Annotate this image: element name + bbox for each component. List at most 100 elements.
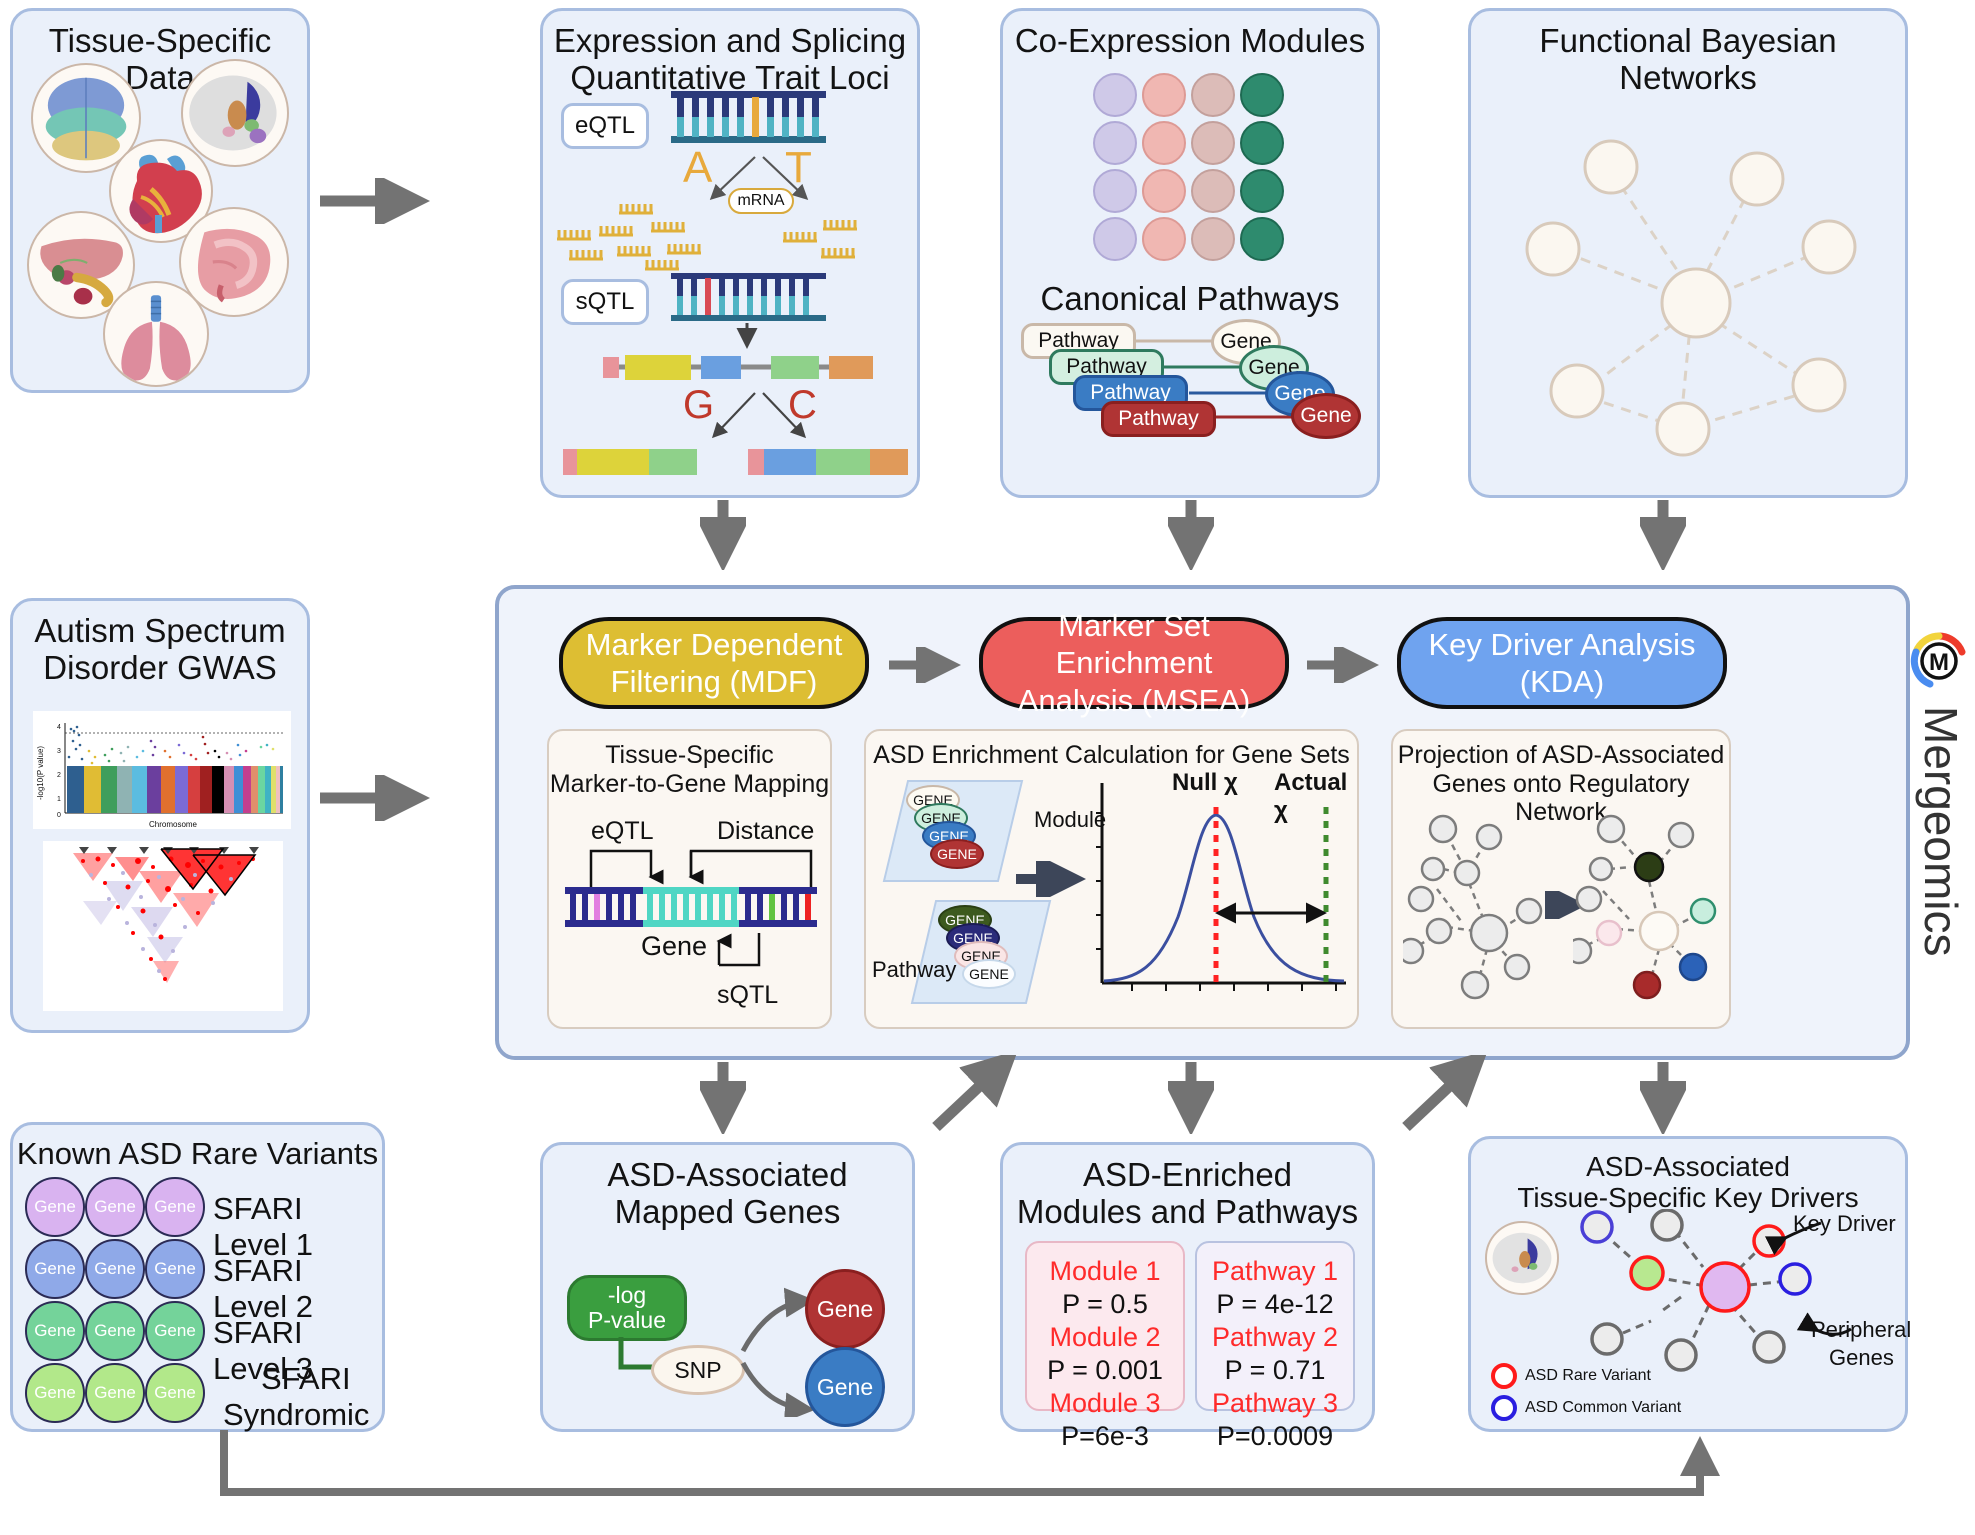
panel-title-line2: Quantitative Trait Loci [570, 58, 890, 96]
module-circle [1142, 217, 1186, 261]
mergeomics-logo-icon: M [1908, 630, 1970, 697]
legend-label: ASD Rare Variant [1525, 1367, 1651, 1384]
arrow-mapped-genes-to-pipeline [932, 1055, 1019, 1132]
arrow-gwas-to-pipeline [320, 775, 430, 821]
module-circle [1191, 121, 1235, 165]
eqtl-badge-label: eQTL [574, 112, 636, 139]
splice-branch-arrows-icon [711, 392, 807, 439]
pathway-pvalue: P=0.0009 [1216, 1420, 1334, 1451]
peripheral-genes-annotation-line1: Peripheral [1811, 1317, 1912, 1342]
gene-label: Gene [34, 1383, 76, 1402]
stage-label-line2: Filtering (MDF) [610, 664, 818, 699]
svg-text:M: M [1929, 649, 1949, 676]
peripheral-genes-annotation-line2: Genes [1829, 1345, 1894, 1370]
isoform-left-icon [563, 449, 697, 475]
heart-icon [109, 139, 213, 243]
arrow-qtl-down [700, 500, 746, 570]
svg-text:0: 0 [57, 812, 61, 819]
liver-pancreas-icon [27, 211, 135, 319]
svg-text:3: 3 [57, 748, 61, 755]
snp-node: SNP [651, 1345, 745, 1395]
inner-title: ASD Enrichment Calculation for Gene Sets [873, 741, 1350, 769]
mdf-dna-icon [565, 887, 817, 927]
panel-gwas: Autism Spectrum Disorder GWAS -log10(P v… [10, 598, 310, 1033]
logp-label-line1: -log [607, 1281, 647, 1308]
module-circle [1240, 73, 1284, 117]
svg-text:-log10(P value): -log10(P value) [36, 746, 45, 800]
module-circle [1142, 73, 1186, 117]
sfari-gene-circle: Gene [25, 1239, 85, 1299]
bayesian-network-graph-icon [1525, 139, 1857, 457]
sfari-syndromic-label-line2: Syndromic [223, 1397, 370, 1432]
eqtl-dna-icon [671, 91, 826, 143]
allele-c-label: C [788, 383, 817, 427]
sqtl-annotation-bracket-icon [716, 933, 761, 967]
panel-title-line2: Mapped Genes [614, 1192, 841, 1230]
gene-label: Gene [154, 1383, 196, 1402]
allele-g-label: G [683, 383, 715, 427]
panel-title-line1: Expression and Splicing [553, 22, 907, 59]
sfari-gene-circle: Gene [25, 1177, 85, 1237]
pathway-gene-network: Pathway Pathway Pathway Pathway Gene Gen… [1011, 319, 1375, 439]
module-circle [1142, 169, 1186, 213]
panel-bayesian-networks: Functional Bayesian Networks [1468, 8, 1908, 498]
gene-label: Gene [154, 1197, 196, 1216]
gene-label: Gene [154, 1259, 196, 1278]
stage-mdf-button[interactable]: Marker Dependent Filtering (MDF) [559, 617, 869, 709]
svg-text:Chromosome: Chromosome [149, 820, 198, 829]
eqtl-badge: eQTL [561, 103, 649, 149]
enrichment-distribution-chart: Null χ Actual χ [1088, 769, 1353, 1022]
distance-annotation-label: Distance [717, 817, 815, 845]
gene-region-label: Gene [641, 931, 708, 961]
gene-label: GENE [937, 846, 977, 862]
pathway-name: Pathway 1 [1211, 1256, 1339, 1286]
svg-text:2: 2 [57, 772, 61, 779]
arrow-pipeline-to-key-drivers [1640, 1062, 1686, 1134]
kda-network-before-icon [1403, 814, 1543, 1000]
kda-network-after-icon [1573, 814, 1717, 1000]
module-circle-grid [1093, 73, 1293, 263]
panel-title-line2: Networks [1619, 58, 1757, 96]
pathway-label: Pathway [872, 957, 957, 982]
sqtl-dna-icon [671, 273, 826, 321]
panel-key-drivers: ASD-Associated Tissue-Specific Key Drive… [1468, 1136, 1912, 1432]
sfari-gene-circle: Gene [25, 1363, 85, 1423]
exon-structure-icon [603, 355, 873, 380]
arrow-bayes-down [1640, 500, 1686, 570]
gene-label: Gene [816, 1295, 874, 1322]
gene-node-blue: Gene [805, 1347, 885, 1427]
module-circle [1093, 217, 1137, 261]
allele-t-label: T [785, 143, 812, 192]
panel-subtitle: Canonical Pathways [1040, 280, 1340, 317]
arrow-enriched-to-pipeline [1402, 1055, 1489, 1132]
snp-label: SNP [674, 1356, 722, 1383]
gene-node: GENE [914, 803, 968, 833]
key-driver-network-icon [1580, 1209, 1852, 1372]
stage-kda-button[interactable]: Key Driver Analysis (KDA) [1397, 617, 1727, 709]
pathways-result-box: Pathway 1 P = 4e-12 Pathway 2 P = 0.71 P… [1195, 1241, 1355, 1451]
snp-to-genes-arrows [740, 1287, 815, 1417]
legend-label: ASD Common Variant [1525, 1399, 1682, 1416]
svg-text:1: 1 [57, 796, 61, 803]
module-circle [1240, 169, 1284, 213]
sfari-gene-circle: Gene [145, 1301, 205, 1361]
inner-panel-kda: Projection of ASD-Associated Genes onto … [1391, 729, 1731, 1029]
brand-name: Mergeomics [1915, 706, 1967, 957]
ld-heatmap-plot [43, 841, 283, 1011]
legend-asd-common-variant: ASD Common Variant [1491, 1395, 1681, 1421]
logp-node: -log P-value [567, 1275, 687, 1341]
stage-label-line1: Marker Set Enrichment [1055, 608, 1213, 681]
panel-mapped-genes: ASD-Associated Mapped Genes -log P-value… [540, 1142, 915, 1432]
svg-text:4: 4 [57, 724, 61, 731]
stage-msea-button[interactable]: Marker Set Enrichment Analysis (MSEA) [979, 608, 1289, 718]
sfari-syndromic-label-line1: SFARI [261, 1361, 351, 1396]
arrow-coexp-down [1168, 500, 1214, 570]
module-name: Module 1 [1049, 1256, 1161, 1286]
sfari-gene-circle: Gene [85, 1301, 145, 1361]
panel-title-line1: ASD-Associated [1586, 1151, 1790, 1182]
pathway-label: Pathway [1066, 355, 1147, 378]
gene-label: Gene [94, 1383, 136, 1402]
brain-section-icon [1485, 1221, 1559, 1295]
sfari-gene-circle: Gene [25, 1301, 85, 1361]
sqtl-badge: sQTL [561, 279, 649, 325]
